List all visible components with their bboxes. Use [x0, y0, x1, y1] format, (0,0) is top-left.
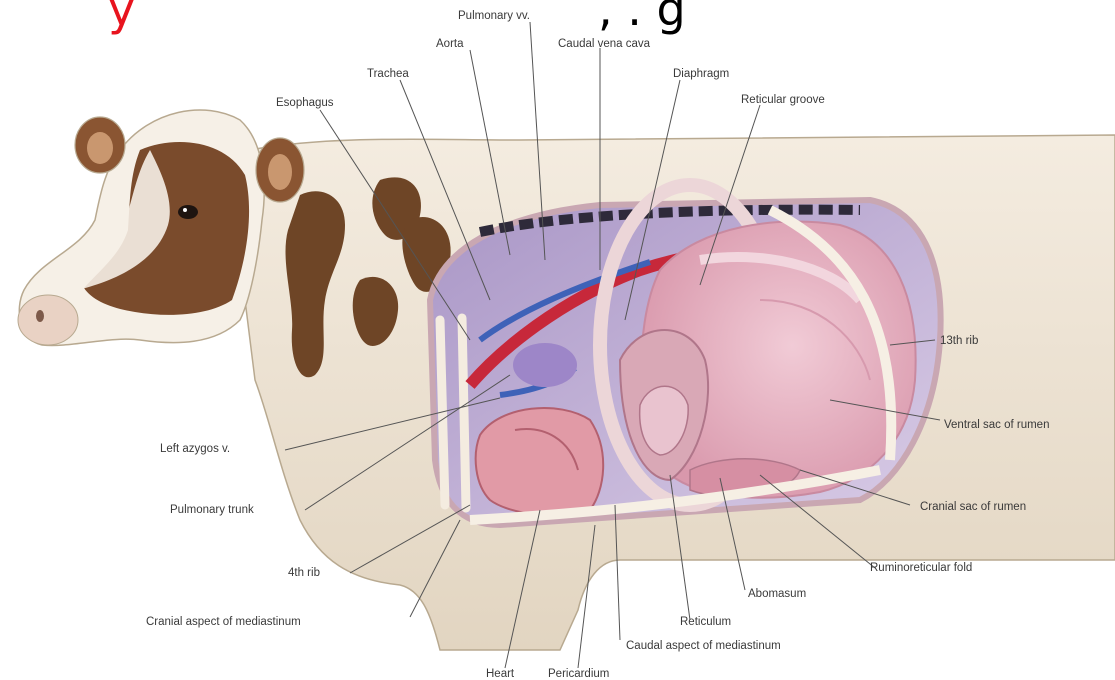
label-left-azygos: Left azygos v.: [160, 443, 230, 455]
label-abomasum: Abomasum: [748, 588, 806, 600]
label-cranial-mediastinum: Cranial aspect of mediastinum: [146, 616, 301, 628]
label-reticulum: Reticulum: [680, 616, 731, 628]
heart-organ: [476, 408, 604, 515]
label-caudal-mediastinum: Caudal aspect of mediastinum: [626, 640, 781, 652]
nostril: [36, 310, 44, 322]
label-ruminoreticular-fold: Ruminoreticular fold: [870, 562, 972, 574]
label-caudal-vena-cava: Caudal vena cava: [558, 38, 651, 50]
label-ventral-sac: Ventral sac of rumen: [944, 419, 1049, 431]
label-pulmonary-trunk: Pulmonary trunk: [170, 504, 254, 516]
label-trachea: Trachea: [367, 68, 409, 80]
label-cranial-sac: Cranial sac of rumen: [920, 501, 1026, 513]
label-pulmonary-vv: Pulmonary vv.: [458, 10, 530, 22]
eye: [178, 205, 198, 219]
label-heart: Heart: [486, 668, 515, 680]
ear-inner-right: [268, 154, 292, 190]
lung-hilus: [513, 343, 577, 387]
muzzle: [18, 295, 78, 345]
label-aorta: Aorta: [436, 38, 464, 50]
label-reticular-groove: Reticular groove: [741, 94, 825, 106]
label-diaphragm: Diaphragm: [673, 68, 729, 80]
ear-inner-left: [87, 132, 113, 164]
label-4th-rib: 4th rib: [288, 567, 320, 579]
eye-highlight: [183, 208, 187, 212]
label-13th-rib: 13th rib: [940, 335, 978, 347]
label-esophagus: Esophagus: [276, 97, 334, 109]
label-pericardium: Pericardium: [548, 668, 609, 680]
